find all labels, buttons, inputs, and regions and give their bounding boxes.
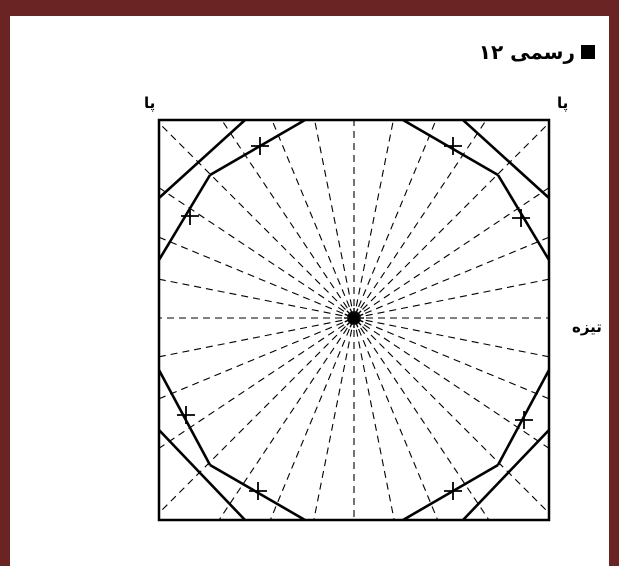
fold-line bbox=[353, 119, 394, 319]
fold-lines bbox=[158, 119, 550, 521]
cross-mark bbox=[444, 137, 462, 155]
cut-line bbox=[158, 119, 246, 199]
fold-line bbox=[158, 317, 355, 514]
fold-line bbox=[353, 122, 550, 319]
fold-line bbox=[313, 317, 355, 521]
fold-line bbox=[353, 317, 550, 514]
fold-line bbox=[353, 278, 550, 319]
cross-mark bbox=[249, 482, 267, 500]
fold-line bbox=[218, 317, 355, 521]
cut-line bbox=[402, 118, 499, 177]
cross-mark bbox=[512, 209, 530, 227]
fold-line bbox=[158, 236, 355, 319]
fold-line bbox=[353, 317, 439, 521]
fold-line bbox=[269, 317, 355, 521]
fold-line bbox=[314, 119, 355, 319]
cut-line bbox=[209, 118, 306, 177]
label-top-left: پا bbox=[144, 94, 156, 112]
figure-title: رسمی ۱۲ bbox=[479, 40, 595, 64]
cross-mark bbox=[177, 406, 195, 424]
fold-line bbox=[271, 119, 355, 319]
fold-line bbox=[158, 317, 355, 449]
fold-line bbox=[221, 119, 355, 319]
fold-line bbox=[353, 187, 550, 319]
cut-line bbox=[402, 463, 499, 522]
fold-line bbox=[158, 187, 355, 319]
cross-mark bbox=[251, 137, 269, 155]
fold-line bbox=[353, 317, 490, 521]
center-dot bbox=[350, 314, 358, 322]
center-point bbox=[344, 308, 364, 328]
cut-line bbox=[462, 429, 550, 521]
fold-line bbox=[158, 317, 355, 358]
square-bullet-icon bbox=[581, 45, 595, 59]
fold-line bbox=[353, 317, 550, 358]
cut-line bbox=[462, 119, 550, 199]
fold-line bbox=[158, 122, 355, 319]
cut-line bbox=[157, 369, 212, 466]
label-top-right: پا bbox=[557, 94, 569, 112]
fold-line bbox=[158, 278, 355, 319]
label-right: تیزه bbox=[572, 318, 602, 336]
cross-mark bbox=[444, 482, 462, 500]
cross-marks bbox=[177, 137, 533, 500]
cross-mark bbox=[181, 207, 199, 225]
fold-line bbox=[353, 317, 395, 521]
cross-mark bbox=[515, 411, 533, 429]
fold-line bbox=[353, 317, 550, 400]
cut-line bbox=[157, 174, 212, 261]
fold-line bbox=[353, 317, 550, 449]
cut-line bbox=[158, 429, 246, 521]
fold-line bbox=[353, 236, 550, 319]
fold-line bbox=[158, 317, 355, 400]
fold-line bbox=[353, 119, 437, 319]
fold-line bbox=[353, 119, 487, 319]
figure-title-text: رسمی ۱۲ bbox=[478, 40, 575, 64]
